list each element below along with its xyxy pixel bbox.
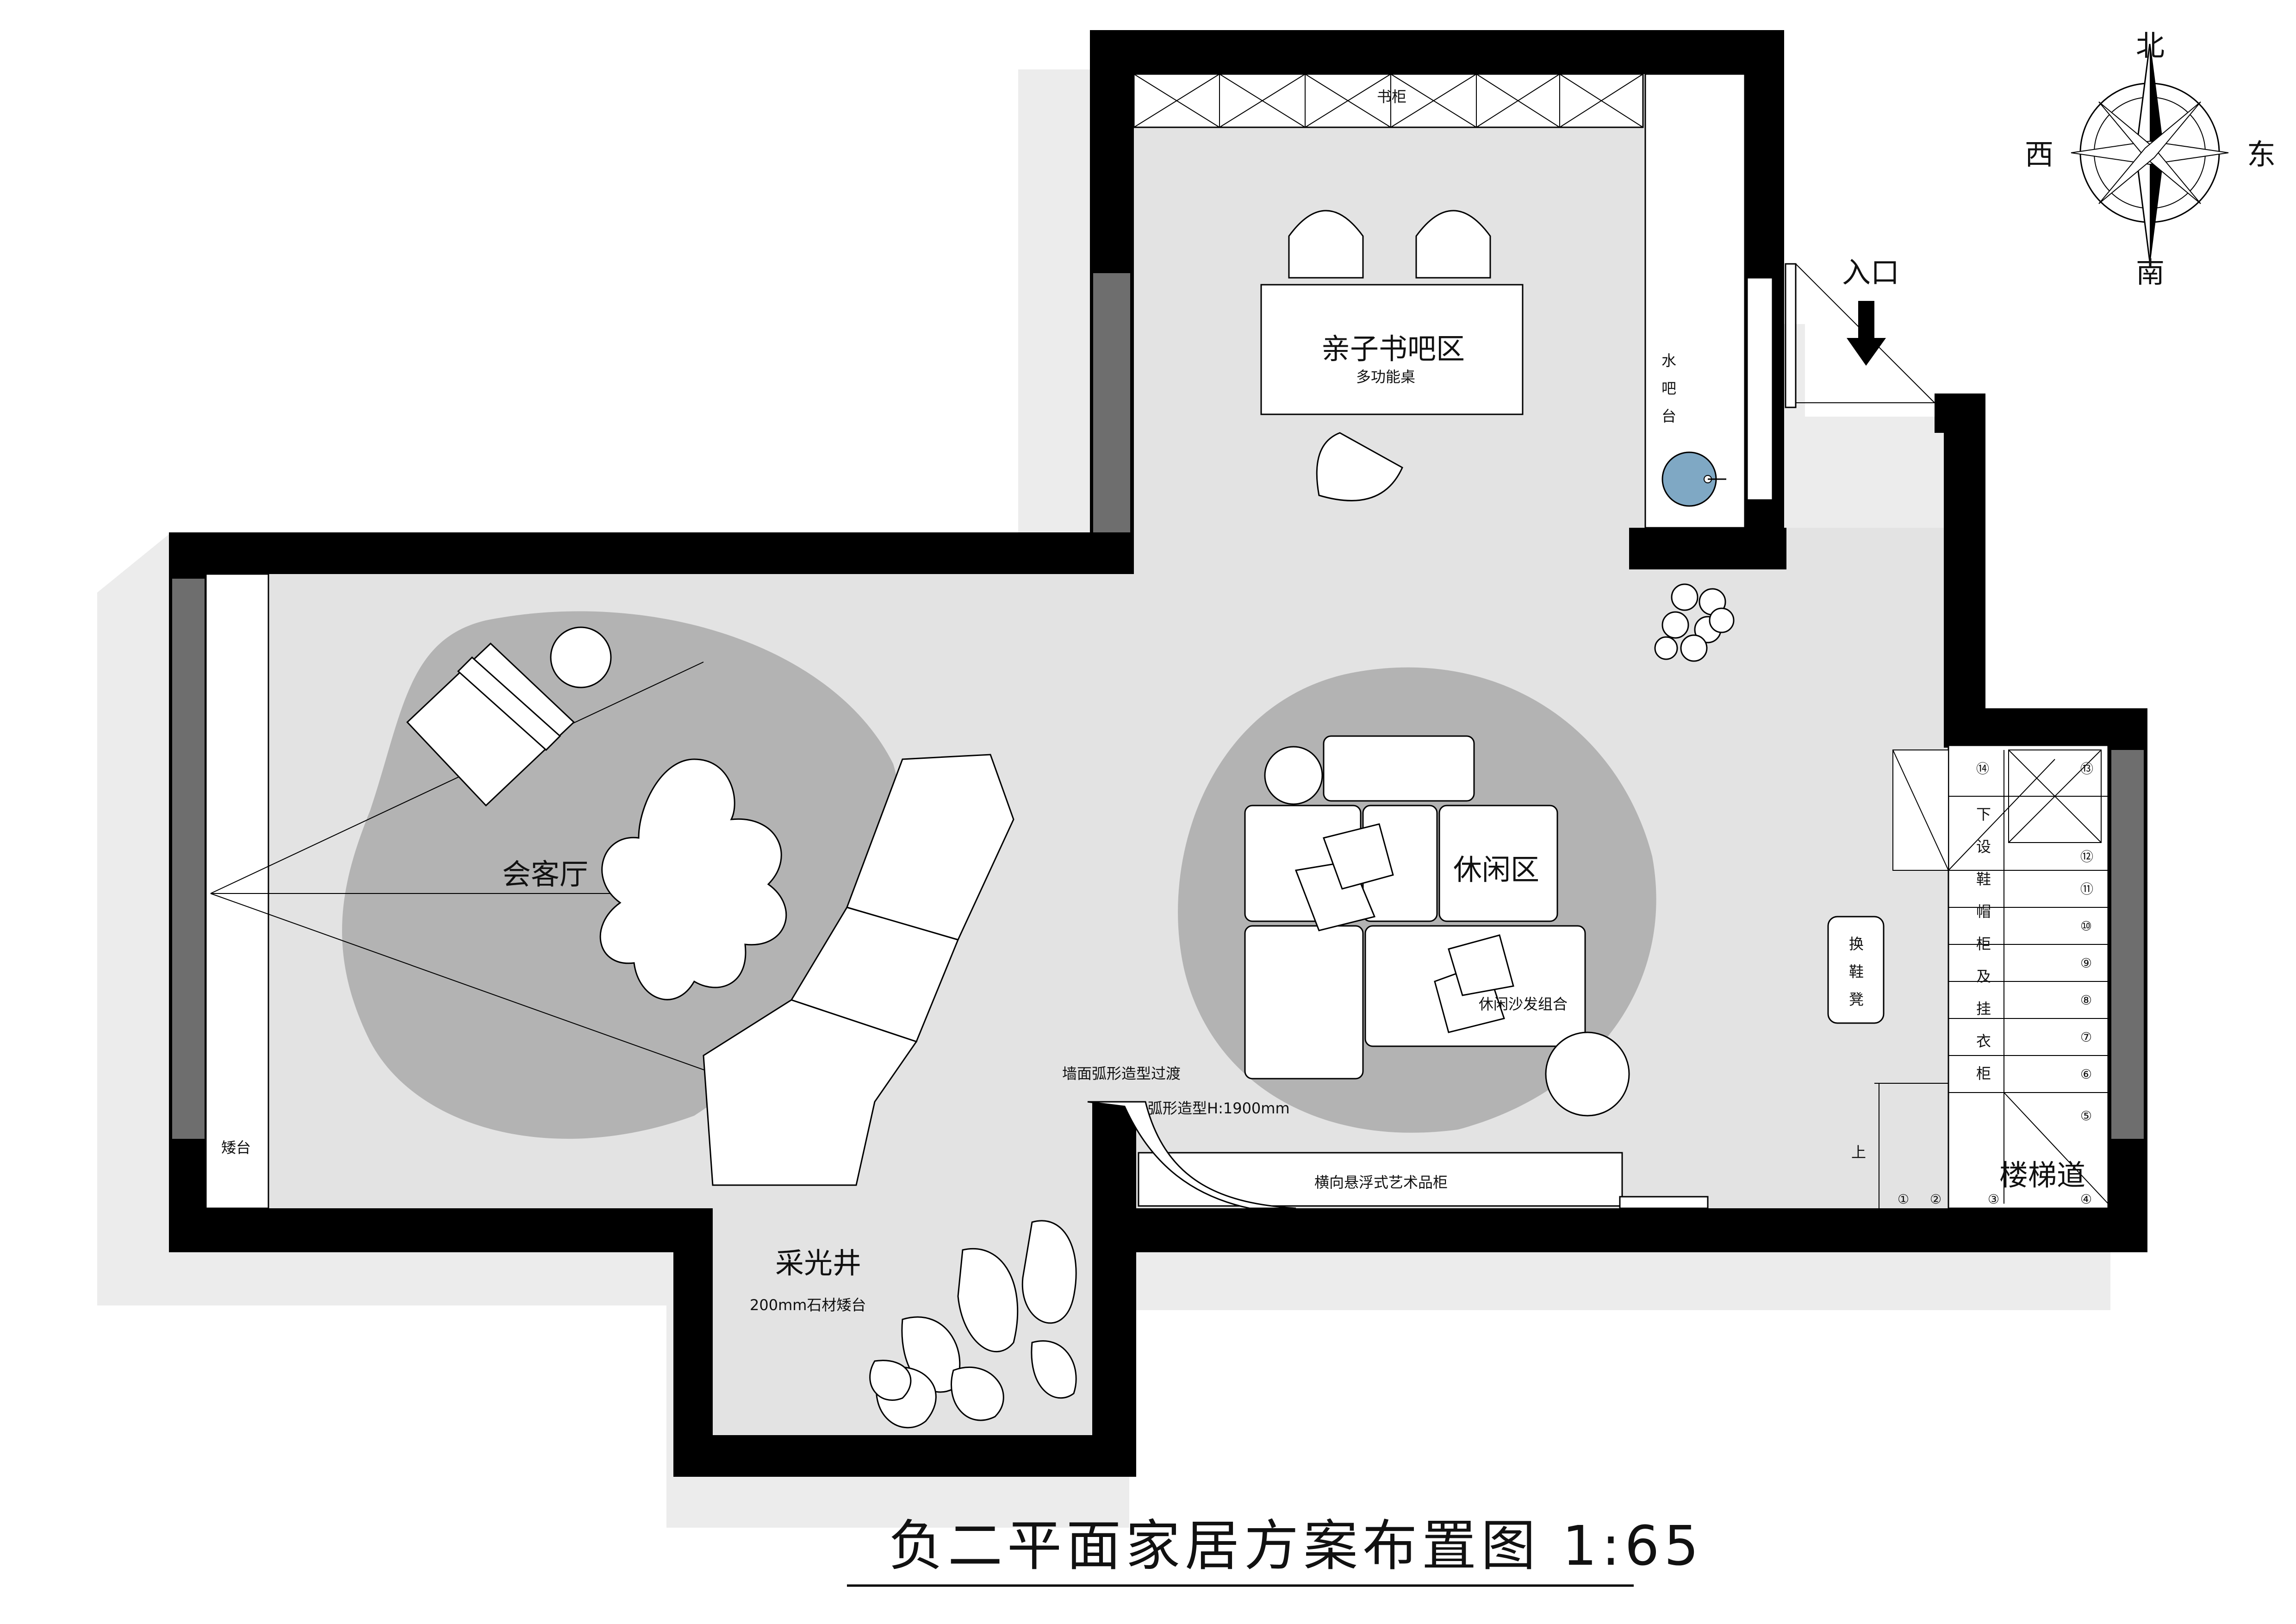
side-table [550,626,612,688]
stair-step-6: ⑥ [2080,1067,2092,1082]
stair-step-9: ⑨ [2080,956,2092,971]
entrance-label: 入口 [1842,256,1899,289]
study-area-label: 亲子书吧区 [1321,332,1465,366]
study-table [1260,284,1524,415]
shoe-cabinet-char: 帽 [1976,903,1991,920]
compass-north: 北 [2136,29,2165,62]
compass-icon [2071,44,2229,262]
page-title: 负二平面家居方案布置图 1:65 [889,1514,1704,1578]
stair-step-4: ④ [2080,1192,2092,1207]
shoe-cabinet-label: 下 设 鞋 帽 柜 及 挂 衣 柜 [1976,806,1991,1082]
bookcase [1133,73,1644,128]
water-bar [1644,73,1746,529]
stone-bench-label: 200mm石材矮台 [750,1296,866,1314]
shoe-cabinet-char: 衣 [1976,1032,1991,1050]
compass-south: 南 [2136,256,2165,289]
water-bar-char-3: 台 [1661,407,1676,425]
skylight-label: 采光井 [775,1246,861,1280]
stair-step-8: ⑧ [2080,993,2092,1008]
shoe-stool[interactable] [1827,916,1885,1024]
shoe-stool-char-2: 鞋 [1849,963,1864,981]
stair-step-13: ⑬ [2080,761,2093,776]
compass-west: 西 [2025,137,2053,171]
bench-label: 矮台 [221,1139,251,1156]
stairs-label: 楼梯道 [1999,1158,2085,1192]
skylight-rocks [869,1220,1077,1429]
art-cabinet-label: 横向悬浮式艺术品柜 [1314,1174,1448,1191]
compass-east: 东 [2247,137,2276,171]
stair-step-11: ⑪ [2080,881,2093,897]
stair-step-7: ⑦ [2080,1030,2092,1045]
leisure-sofa-label: 休闲沙发组合 [1479,995,1568,1013]
stair-step-3: ③ [1988,1192,1999,1207]
grey-wall-sections [172,273,2144,1139]
cushions [1294,823,1514,1033]
leisure-area-label: 休闲区 [1453,853,1539,887]
stair-step-1: ① [1898,1192,1909,1207]
shoe-cabinet-char: 设 [1976,838,1991,856]
stair-step-5: ⑤ [2080,1108,2092,1124]
multi-table-label: 多功能桌 [1356,368,1415,386]
stair-step-12: ⑫ [2080,849,2093,864]
stair-step-2: ② [1930,1192,1941,1207]
living-room-label: 会客厅 [502,857,588,891]
up-label: 上 [1851,1143,1866,1161]
water-bar-char-1: 水 [1661,352,1676,369]
stair-step-14: ⑭ [1976,761,1989,776]
coffee-table [599,758,787,1000]
leisure-side-table-top [1264,746,1323,805]
staircase[interactable] [1874,744,2109,1209]
entrance-door[interactable] [1746,263,1935,501]
water-bar-char-2: 吧 [1661,380,1676,397]
shoe-cabinet-char: 鞋 [1976,870,1991,888]
plant-icon [1654,583,1735,662]
arc-wall [1087,1101,1296,1209]
shoe-cabinet-char: 柜 [1976,935,1991,953]
arc-shape-label: 弧形造型H:1900mm [1148,1099,1290,1117]
shoe-cabinet-char: 柜 [1976,1065,1991,1082]
wall-transition-label: 墙面弧形造型过渡 [1062,1065,1181,1082]
leisure-side-table-bottom [1545,1031,1630,1117]
entrance-arrow-icon [1847,301,1886,366]
study-chair [1288,210,1491,501]
shoe-cabinet-char: 及 [1976,968,1991,985]
shoe-cabinet-char: 挂 [1976,1000,1991,1018]
stair-step-numbers: ① ② ③ ④ ⑤ ⑥ ⑦ ⑧ ⑨ ⑩ ⑪ ⑫ ⑬ ⑭ [1898,761,2093,1207]
living-armchair [406,642,575,807]
shoe-cabinet-char: 下 [1976,806,1991,823]
living-sofa [703,754,1014,1186]
bookcase-label: 书柜 [1377,88,1406,106]
shoe-stool-char-1: 换 [1849,935,1864,953]
leisure-sofa [1244,735,1586,1080]
stair-step-10: ⑩ [2080,918,2092,934]
shoe-stool-char-3: 凳 [1849,991,1864,1008]
